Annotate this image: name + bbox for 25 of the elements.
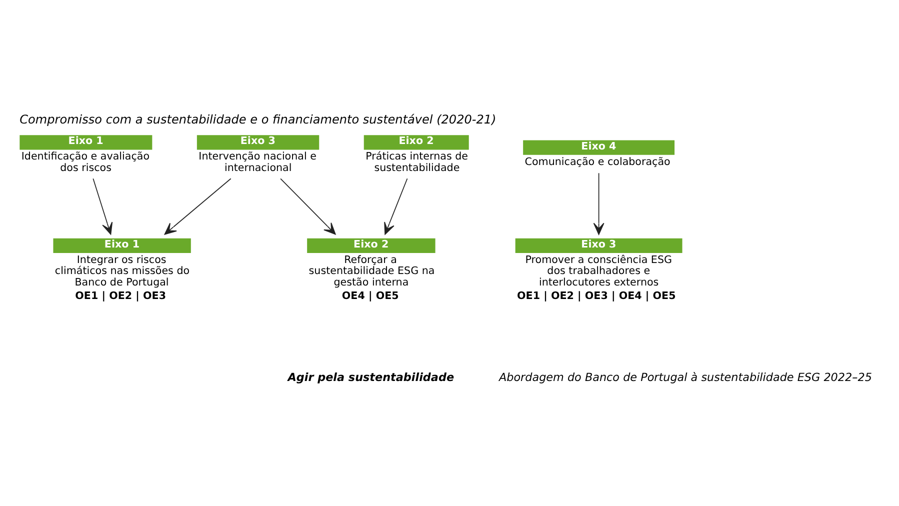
arrow <box>92 178 113 235</box>
node-label: OE1 | OE2 | OE3 | OE4 | OE5 <box>517 290 676 302</box>
node-label: OE1 | OE2 | OE3 <box>75 290 166 302</box>
node-box: Eixo 1 <box>20 135 152 150</box>
diagram-title: Compromisso com a sustentabilidade e o financiamento sustentável (2020-21) <box>20 112 496 127</box>
arrow <box>593 172 604 235</box>
node-label: Promover a consciência ESG dos trabalhadores e interlocutores externos <box>525 254 672 288</box>
arrow <box>280 178 336 235</box>
node-box: Eixo 2 <box>364 135 469 150</box>
node-box: Eixo 4 <box>523 140 675 155</box>
caption: Agir pela sustentabilidade <box>288 371 454 384</box>
arrow <box>384 178 408 235</box>
node-box: Eixo 1 <box>53 238 191 253</box>
arrow <box>164 178 232 235</box>
label: Abordagem do Banco de Portugal à sustentabilidade ESG 2022–25 <box>498 371 872 384</box>
node-label: Práticas internas de sustentabilidade <box>366 150 468 174</box>
node-label: Comunicação e colaboração <box>524 156 670 168</box>
node-label: Integrar os riscos climáticos nas missões do Banco de Portugal <box>54 254 190 288</box>
node-box: Eixo 3 <box>196 135 320 150</box>
node-label: Identificação e avaliação dos riscos <box>21 150 150 174</box>
node-box: Eixo 3 <box>515 238 682 253</box>
node-label: Intervenção nacional e internacional <box>198 150 316 174</box>
node-box: Eixo 2 <box>307 238 436 253</box>
node-label: OE4 | OE5 <box>342 290 399 302</box>
node-label: Reforçar a sustentabilidade ESG na gestão interna <box>308 254 435 288</box>
